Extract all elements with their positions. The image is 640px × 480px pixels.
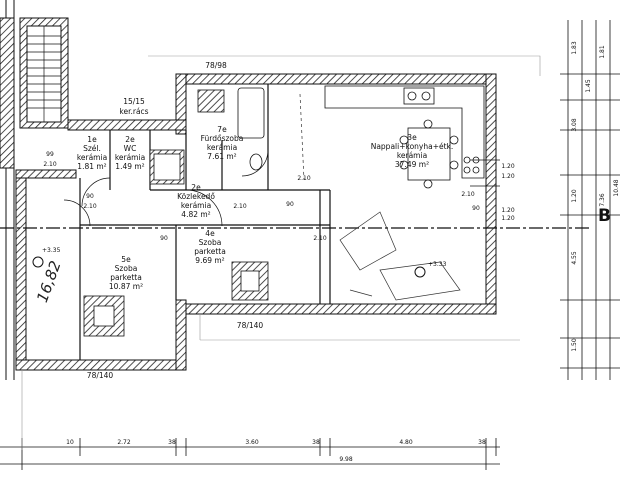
stair-material: ker.rács	[119, 107, 148, 116]
room-3e-id: 3e	[407, 133, 417, 142]
right-dimension-labels: 1.83 1.45 1.81 3.08 1.20 4.55 1.50 7.36 …	[501, 41, 620, 352]
room-3e-label: 3e Nappali+konyha+étk. kerámia 37.49 m²	[371, 133, 454, 169]
right-dim: 1.50	[571, 338, 578, 352]
handwritten-area: 16,82	[33, 258, 65, 305]
right-dim: 1.81	[599, 45, 606, 59]
room-3e-floor: kerámia	[397, 151, 427, 160]
stair-note: 15/15	[123, 97, 145, 106]
room-3e-area: 37.49 m²	[395, 160, 429, 169]
bottom-dim: 4.80	[399, 439, 413, 446]
opening-dim: 2.10	[297, 175, 311, 182]
opening-dim: 2.10	[313, 235, 327, 242]
opening-dim: 90	[286, 201, 294, 208]
kitchen-counter	[324, 85, 485, 179]
room-5e-label: 5e Szoba parketta 10.87 m²	[109, 255, 143, 291]
room-4e-name: Szoba	[199, 238, 222, 247]
stairwell	[0, 17, 69, 169]
level-right: +3.33	[428, 261, 447, 268]
wall-bottom-right-label: 78/140	[237, 321, 264, 330]
room-wc-area: 1.49 m²	[115, 162, 144, 171]
opening-dim: 90	[160, 235, 168, 242]
opening-dim: 2.10	[43, 161, 57, 168]
pencil-sketch	[299, 93, 461, 301]
bottom-dim: 38	[312, 439, 320, 446]
room-5e-id: 5e	[121, 255, 131, 264]
room-wc-id: 2e	[125, 135, 135, 144]
room-5e-name: Szoba	[115, 264, 138, 273]
room-corridor-id: 2e	[191, 183, 201, 192]
room-1e-name: Szél.	[83, 144, 101, 153]
bathroom-fixtures	[149, 87, 265, 185]
room-corridor-area: 4.82 m²	[181, 210, 210, 219]
right-dim: 1.83	[571, 41, 578, 55]
room-7e-label: 7e Fürdőszoba kerámia 7.61 m²	[201, 125, 244, 161]
room-3e-name: Nappali+konyha+étk.	[371, 142, 454, 151]
room-wc-name: WC	[124, 144, 137, 153]
room-corridor-name: Közlekedő	[177, 192, 215, 201]
opening-dim: 2.10	[83, 203, 97, 210]
room-wc-floor: kerámia	[115, 153, 145, 162]
level-marker-left	[32, 256, 44, 268]
opening-dim: 1.20	[501, 207, 515, 214]
outer-walls	[15, 73, 497, 371]
opening-dim: 1.20	[501, 173, 515, 180]
room-5e-area: 10.87 m²	[109, 282, 143, 291]
room-1e-id: 1e	[87, 135, 97, 144]
right-dim: 7.36	[599, 193, 606, 207]
wall-top-label: 78/98	[205, 61, 227, 70]
right-dim: 1.45	[585, 79, 592, 93]
section-marker: B	[598, 206, 611, 226]
bottom-dim: 3.60	[245, 439, 259, 446]
guide-lines	[21, 55, 541, 450]
tile-stoves	[83, 261, 269, 337]
bottom-dimensions	[0, 438, 500, 470]
interior-walls	[79, 84, 331, 360]
room-7e-floor: kerámia	[207, 143, 237, 152]
right-dim: 3.08	[571, 118, 578, 132]
room-5e-floor: parketta	[110, 273, 142, 282]
room-4e-floor: parketta	[194, 247, 226, 256]
bottom-dim: 10	[66, 439, 74, 446]
opening-dim: 2.10	[461, 191, 475, 198]
bottom-dim: 2.72	[117, 439, 131, 446]
wall-bottom-left-label: 78/140	[87, 371, 114, 380]
room-4e-label: 4e Szoba parketta 9.69 m²	[194, 229, 226, 265]
right-dim: 4.55	[571, 251, 578, 265]
room-7e-id: 7e	[217, 125, 227, 134]
room-4e-area: 9.69 m²	[195, 256, 224, 265]
level-left: +3.35	[42, 247, 61, 254]
opening-dim: 90	[86, 193, 94, 200]
room-4e-id: 4e	[205, 229, 215, 238]
room-1e-area: 1.81 m²	[77, 162, 106, 171]
room-1e-label: 1e Szél. kerámia 1.81 m²	[77, 135, 107, 171]
room-7e-name: Fürdőszoba	[201, 134, 244, 143]
bottom-dimension-labels: 10 2.72 38 3.60 38 4.80 38 9.98	[66, 439, 486, 463]
room-7e-area: 7.61 m²	[207, 152, 236, 161]
opening-dim: 90	[472, 205, 480, 212]
room-wc-label: 2e WC kerámia 1.49 m²	[115, 135, 145, 171]
room-corridor-label: 2e Közlekedő kerámia 4.82 m²	[177, 183, 215, 219]
right-dim: 1.20	[571, 189, 578, 203]
room-1e-floor: kerámia	[77, 153, 107, 162]
opening-dim: 1.20	[501, 163, 515, 170]
opening-dim: 1.20	[501, 215, 515, 222]
total-width: 9.98	[339, 456, 353, 463]
door-swings	[63, 149, 269, 227]
level-marker-right	[414, 266, 426, 278]
opening-dim: 99	[46, 151, 54, 158]
bottom-dim: 38	[168, 439, 176, 446]
opening-dim: 2.10	[233, 203, 247, 210]
right-dimensions	[470, 20, 620, 380]
opening-dimension-labels: 99 2.10 90 2.10 90 2.10 90 2.10 2.10 90 …	[43, 151, 480, 242]
dining-table	[399, 119, 459, 189]
room-corridor-floor: kerámia	[181, 201, 211, 210]
bottom-dim: 38	[478, 439, 486, 446]
right-dim: 10.48	[613, 179, 620, 196]
